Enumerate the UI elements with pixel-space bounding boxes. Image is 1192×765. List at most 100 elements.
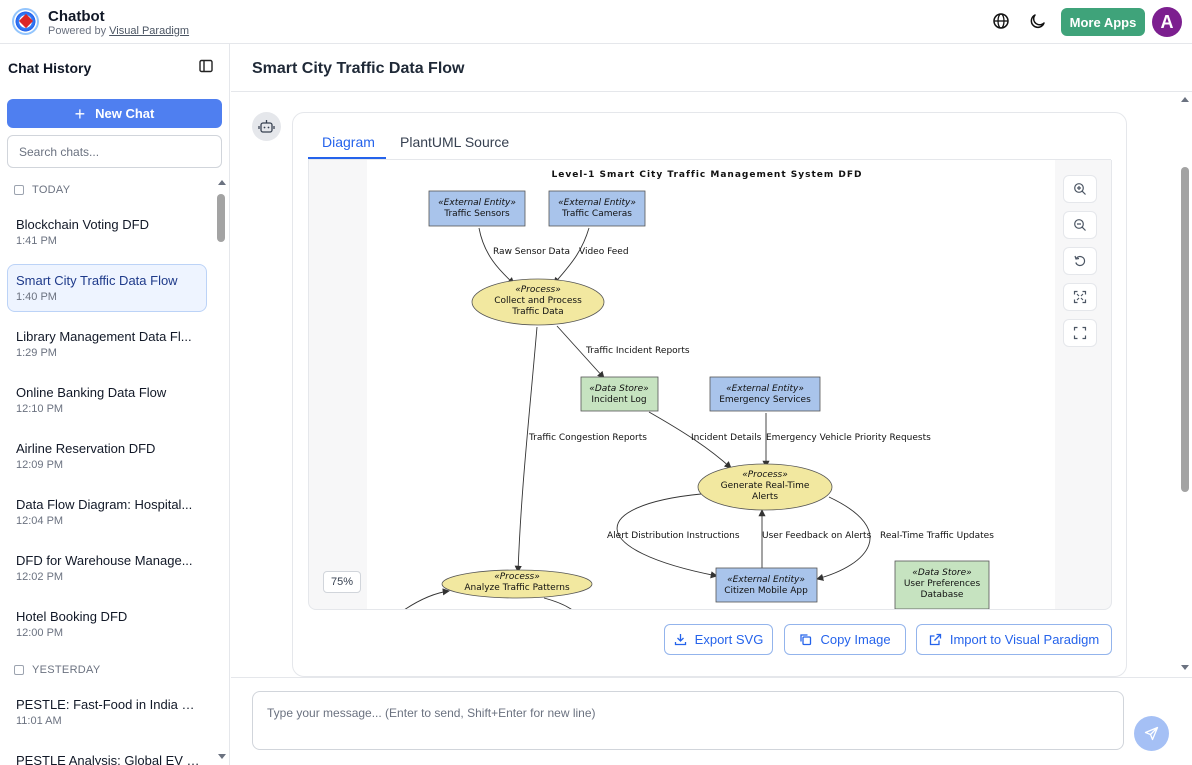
chat-name: DFD for Warehouse Manage... — [16, 553, 193, 568]
stereotype-label: «Process» — [515, 285, 561, 295]
flow-label: Emergency Vehicle Priority Requests — [766, 433, 931, 443]
node-incident-log — [580, 376, 659, 412]
node-traffic-sensors — [428, 190, 526, 227]
chat-item[interactable]: PESTLE: Fast-Food in India – ... 11:01 A… — [7, 688, 207, 736]
section-today: TODAY — [14, 184, 70, 196]
robot-icon — [258, 120, 275, 133]
scroll-down-arrow-icon[interactable] — [1180, 664, 1190, 672]
main-header: Smart City Traffic Data Flow — [231, 44, 1192, 92]
copy-image-button[interactable]: Copy Image — [784, 624, 906, 655]
zoom-level-badge: 75% — [323, 571, 361, 593]
node-label: Analyze Traffic Patterns — [464, 583, 570, 593]
scroll-up-arrow-icon[interactable] — [217, 178, 227, 186]
node-traffic-cameras — [548, 190, 646, 227]
bot-avatar — [252, 112, 281, 141]
chat-name: Airline Reservation DFD — [16, 441, 156, 456]
stereotype-label: «External Entity» — [438, 198, 516, 208]
chat-name: PESTLE: Fast-Food in India – ... — [16, 697, 201, 712]
chat-time: 12:10 PM — [16, 403, 64, 415]
fit-screen-icon — [1073, 290, 1087, 304]
node-citizen-app — [715, 567, 818, 603]
app-title: Chatbot — [48, 8, 105, 25]
node-collect-process — [471, 278, 605, 326]
node-label: Citizen Mobile App — [724, 586, 808, 596]
fit-to-screen-button[interactable] — [1063, 283, 1097, 311]
reset-view-button[interactable] — [1063, 247, 1097, 275]
fullscreen-button[interactable] — [1063, 319, 1097, 347]
diagram-canvas[interactable]: Level-1 Smart City Traffic Management Sy… — [308, 160, 1112, 610]
dark-mode-moon-icon[interactable] — [1029, 12, 1047, 30]
sidebar-toggle-icon[interactable] — [199, 59, 213, 73]
stereotype-label: «Data Store» — [589, 384, 648, 394]
chat-item[interactable]: Blockchain Voting DFD 1:41 PM — [7, 208, 207, 256]
chat-item[interactable]: Online Banking Data Flow 12:10 PM — [7, 376, 207, 424]
flow-label: Traffic Incident Reports — [585, 346, 690, 356]
node-label: Database — [921, 590, 964, 600]
powered-by: Powered by Visual Paradigm — [48, 25, 189, 37]
flow-label: Alert Distribution Instructions — [607, 531, 740, 541]
dfd-diagram: Level-1 Smart City Traffic Management Sy… — [367, 160, 1055, 609]
stereotype-label: «External Entity» — [727, 575, 805, 585]
section-label: YESTERDAY — [32, 664, 101, 676]
visual-paradigm-link[interactable]: Visual Paradigm — [109, 25, 190, 37]
chat-name: Data Flow Diagram: Hospital... — [16, 497, 193, 512]
message-input[interactable] — [252, 691, 1124, 750]
chat-item[interactable]: Hotel Booking DFD 12:00 PM — [7, 600, 207, 648]
download-icon — [674, 634, 686, 646]
export-svg-button[interactable]: Export SVG — [664, 624, 773, 655]
flow-label: Real-Time Traffic Updates — [880, 531, 994, 541]
page-title: Smart City Traffic Data Flow — [252, 60, 465, 77]
node-label: User Preferences — [904, 579, 981, 589]
node-label: Alerts — [752, 492, 778, 502]
flow-label: Traffic Congestion Reports — [528, 433, 647, 443]
zoom-out-button[interactable] — [1063, 211, 1097, 239]
chat-item[interactable]: Data Flow Diagram: Hospital... 12:04 PM — [7, 488, 207, 536]
tab-plantuml-source[interactable]: PlantUML Source — [400, 134, 510, 150]
sidebar-scroll-thumb[interactable] — [217, 194, 225, 242]
chat-item[interactable]: Library Management Data Fl... 1:29 PM — [7, 320, 207, 368]
scroll-up-arrow-icon[interactable] — [1180, 95, 1190, 103]
zoom-in-button[interactable] — [1063, 175, 1097, 203]
scroll-down-arrow-icon[interactable] — [217, 753, 227, 761]
tab-diagram[interactable]: Diagram — [322, 134, 375, 150]
top-bar: Chatbot Powered by Visual Paradigm More … — [0, 0, 1192, 44]
flow-label: Raw Sensor Data — [493, 247, 570, 257]
new-chat-button[interactable]: + New Chat — [7, 99, 222, 128]
chat-time: 12:00 PM — [16, 627, 64, 639]
node-analyze-patterns — [441, 569, 593, 599]
active-tab-indicator — [308, 157, 386, 159]
node-label: Incident Log — [591, 395, 646, 405]
flow-edge — [404, 588, 450, 609]
copy-image-label: Copy Image — [820, 632, 891, 647]
sidebar-scrollbar[interactable] — [215, 176, 229, 765]
chat-item-active[interactable]: Smart City Traffic Data Flow 1:40 PM — [7, 264, 207, 312]
calendar-icon — [14, 665, 24, 675]
main-scrollbar[interactable] — [1178, 92, 1192, 677]
node-label: Collect and Process — [494, 296, 582, 306]
stereotype-label: «Data Store» — [912, 568, 971, 578]
globe-icon[interactable] — [992, 12, 1010, 30]
plus-icon: + — [74, 103, 86, 124]
chat-item[interactable]: PESTLE Analysis: Global EV In... — [7, 744, 207, 765]
main-scroll-thumb[interactable] — [1181, 167, 1189, 492]
chat-time: 11:01 AM — [16, 715, 62, 727]
zoom-out-icon — [1074, 219, 1086, 231]
import-visual-paradigm-button[interactable]: Import to Visual Paradigm — [916, 624, 1112, 655]
sidebar-title: Chat History — [8, 60, 92, 76]
search-chats-input[interactable] — [7, 135, 222, 168]
section-yesterday: YESTERDAY — [14, 664, 101, 676]
chat-item[interactable]: Airline Reservation DFD 12:09 PM — [7, 432, 207, 480]
diagram-title: Level-1 Smart City Traffic Management Sy… — [552, 170, 863, 180]
chat-time: 1:41 PM — [16, 235, 57, 247]
user-avatar[interactable]: A — [1152, 7, 1182, 37]
app-logo-icon — [12, 8, 39, 35]
powered-by-text: Powered by — [48, 25, 110, 37]
node-label: Emergency Services — [719, 395, 811, 405]
flow-label: User Feedback on Alerts — [762, 531, 872, 541]
new-chat-label: New Chat — [95, 106, 155, 121]
stereotype-label: «Process» — [742, 470, 788, 480]
chat-item[interactable]: DFD for Warehouse Manage... 12:02 PM — [7, 544, 207, 592]
more-apps-button[interactable]: More Apps — [1061, 8, 1145, 36]
send-button[interactable] — [1134, 716, 1169, 751]
stereotype-label: «External Entity» — [726, 384, 804, 394]
